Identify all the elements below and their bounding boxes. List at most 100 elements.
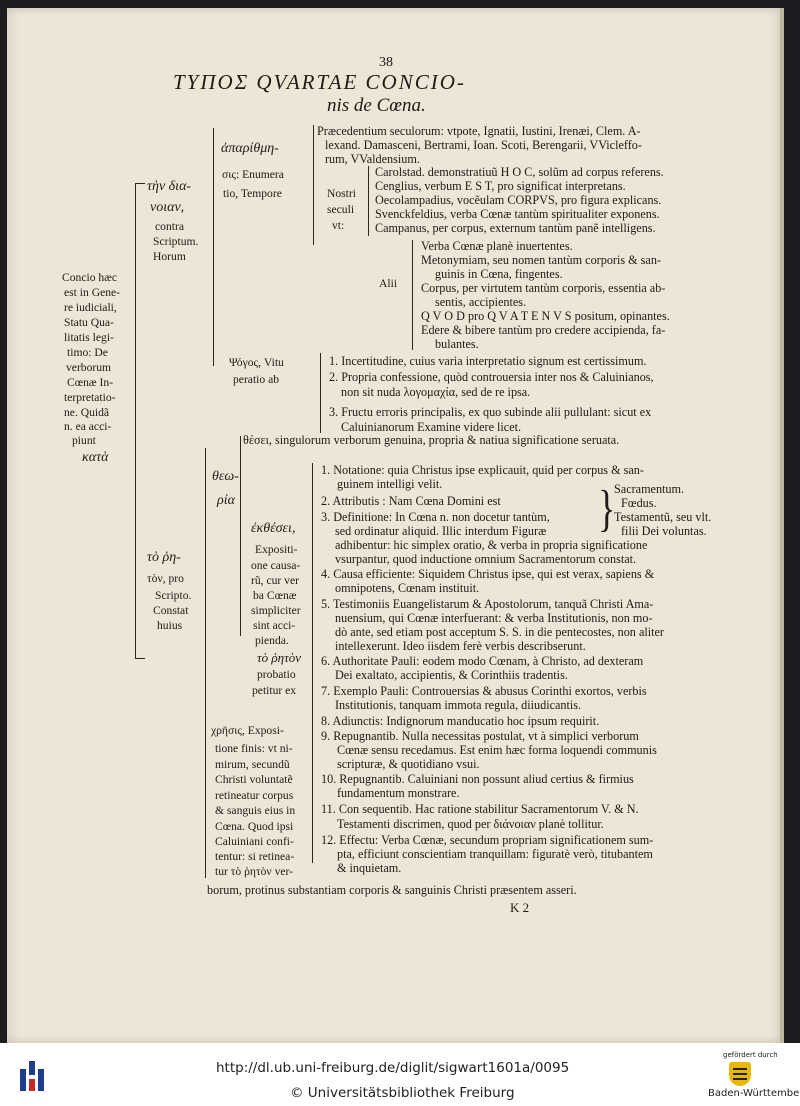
theoria-bracket [240, 436, 241, 636]
root-line: Statu Qua- [64, 316, 114, 329]
cause-line: 7. Exemplo Pauli: Controuersias & abusus… [321, 684, 647, 698]
root-line: timo: De [67, 346, 108, 359]
ekthesei-line: probatio [257, 668, 296, 681]
root-connector-top [135, 183, 145, 184]
root-line: piunt [72, 434, 96, 447]
branch-line: Constat [153, 604, 189, 617]
cause-line: 12. Effectu: Verba Cœnæ, secundum propri… [321, 833, 654, 847]
signature-mark: K 2 [510, 900, 530, 915]
cause-line: Cœnæ sensu recedamus. Est enim hæc forma… [337, 743, 657, 757]
cause-line: intellexerunt. Ideo iisdem ferè verbis d… [335, 639, 586, 653]
branch-rheton-bracket [205, 448, 206, 878]
root-line: verborum [66, 361, 112, 374]
branch-dianoia-bracket [213, 128, 214, 366]
chresis-line: mirum, secundũ [215, 758, 290, 771]
cause-line: 6. Authoritate Pauli: eodem modo Cœnam, … [321, 654, 644, 668]
state-coat-of-arms-icon [729, 1062, 751, 1086]
library-logo [20, 1053, 50, 1095]
cause-line: 8. Adiunctis: Indignorum manducatio hoc … [321, 714, 600, 728]
page-title-continued: nis de Cœna. [327, 95, 426, 116]
page-title: TYΠΟΣ QVARTAE CONCIO- [173, 70, 466, 94]
scanned-page: 38 TYΠΟΣ QVARTAE CONCIO- nis de Cœna. Co… [7, 8, 784, 1043]
psogos-item: 2. Propria confessione, quòd controuersi… [329, 370, 654, 384]
enum-line: tio, Tempore [223, 187, 282, 200]
chresis-line: & sanguis eius in [215, 804, 296, 817]
branch-line: contra [155, 220, 184, 233]
funded-by-label: gefördert durch [723, 1051, 778, 1059]
ekthesei-line: Expositi- [255, 543, 298, 556]
branch-line: τὸ ῥη- [147, 550, 181, 565]
branch-line: νοιαν, [150, 200, 185, 215]
causes-bracket [312, 463, 313, 863]
attribute-item: Fœdus. [621, 496, 657, 510]
ekthesei-line: simpliciter [251, 604, 301, 617]
prec-line: Præcedentium seculorum: vtpote, Ignatii,… [317, 124, 641, 138]
branch-line: Horum [153, 250, 186, 263]
root-line: ne. Quidã [64, 406, 110, 419]
prec-line: lexand. Damasceni, Bertrami, Ioan. Scoti… [325, 138, 642, 152]
root-line: re iudiciali, [64, 301, 117, 314]
root-line: terpretatio- [64, 391, 116, 404]
cause-line: 1. Notatione: quia Christus ipse explica… [321, 463, 644, 477]
psogos-bracket [320, 353, 321, 433]
ekthesei-line: τὸ ῥητὸν [257, 650, 302, 665]
alii-item: Metonymiam, seu nomen tantùm corporis & … [421, 253, 661, 267]
nostri-item: Campanus, per corpus, externum tantùm pa… [375, 221, 656, 235]
theoria-line: θεω- [212, 469, 239, 484]
nostri-item: Cenglius, verbum E S T, pro significat i… [375, 179, 626, 193]
psogos-item: Caluinianorum Examine videre licet. [341, 420, 522, 434]
chresis-line: Christi voluntatẽ [215, 773, 293, 786]
cause-line: Dei exaltato, accipientis, & Corinthiis … [335, 668, 568, 682]
chresis-line: tur τὸ ῥητὸν ver- [215, 865, 294, 878]
ekthesei-line: rũ, cur ver [251, 574, 299, 587]
cause-line: pta, efficiunt conscientiam tranquillam:… [337, 847, 653, 861]
cause-line: 10. Repugnantib. Caluiniani non possunt … [321, 772, 634, 786]
alii-item: Q V O D pro Q V A T E N V S positum, opi… [421, 309, 670, 323]
cause-line: Institutionis, tanquam immota regula, di… [335, 698, 582, 712]
branch-line: huius [157, 619, 183, 632]
source-url[interactable]: http://dl.ub.uni-freiburg.de/diglit/sigw… [216, 1060, 570, 1076]
alii-item: sentis, accipientes. [435, 295, 527, 309]
enum-line: ἀπαρίθμη- [221, 141, 279, 156]
chresis-line: χρῆσις, Exposi- [211, 724, 284, 737]
nostri-line: vt: [332, 219, 345, 232]
branch-line: Scripto. [155, 589, 192, 602]
ekthesei-line: sint acci- [253, 619, 296, 632]
cause-line: 5. Testimoniis Euangelistarum & Apostolo… [321, 597, 654, 611]
state-label: Baden-Württemberg [708, 1088, 800, 1099]
chresis-line: Cœna. Quod ipsi [215, 820, 294, 833]
psogos-line: peratio ab [233, 373, 280, 386]
cause-line: nuensium, qui Cœnæ interfuerant: & verba… [335, 611, 653, 625]
cause-line: vsurpantur, quod inductione omnium Sacra… [335, 552, 637, 566]
nostri-bracket [368, 166, 369, 236]
cause-line: 3. Definitione: In Cœna n. non docetur t… [321, 510, 550, 524]
copyright-notice: © Universitätsbibliothek Freiburg [290, 1085, 515, 1101]
cause-line: fundamentum monstrare. [337, 786, 460, 800]
psogos-line: Ψόγος, Vitu [229, 356, 284, 369]
cause-line: & inquietam. [337, 861, 402, 875]
chresis-last-line: borum, protinus substantiam corporis & s… [207, 883, 577, 897]
cause-line: guinem intelligi velit. [337, 477, 443, 491]
alii-item: guinis in Cœna, fingentes. [435, 267, 563, 281]
chresis-line: tentur: si retinea- [215, 850, 295, 863]
ekthesei-line: one causa- [251, 559, 301, 572]
enum-line: σις: Enumera [222, 168, 284, 181]
nostri-line: seculi [327, 203, 355, 216]
thesei-line: θέσει, singulorum verborum genuina, prop… [243, 433, 620, 447]
root-line: κατὰ [82, 450, 109, 465]
attribute-item: filii Dei voluntas. [621, 524, 707, 538]
cause-line: omnipotens, Cœnam instituit. [335, 581, 480, 595]
alii-item: Edere & bibere tantùm pro credere accipi… [421, 323, 666, 337]
cause-line: dò ante, sed etiam post acceptum S. S. i… [335, 625, 664, 639]
chresis-line: tione finis: vt ni- [215, 742, 293, 755]
root-line: Cœnæ In- [67, 376, 114, 389]
chresis-line: Caluiniani confi- [215, 835, 294, 848]
psogos-item: 1. Incertitudine, cuius varia interpreta… [329, 354, 647, 368]
branch-line: Scriptum. [153, 235, 199, 248]
nostri-item: Carolstad. demonstratiuũ H O C, solũm ad… [375, 165, 664, 179]
attributes-brace: } [598, 480, 616, 537]
branch-line: τὴν δια- [147, 179, 192, 194]
cause-line: 11. Con sequentib. Hac ratione stabilitu… [321, 802, 639, 816]
branch-line: τὸν, pro [147, 572, 184, 585]
alii-bracket [412, 240, 413, 350]
